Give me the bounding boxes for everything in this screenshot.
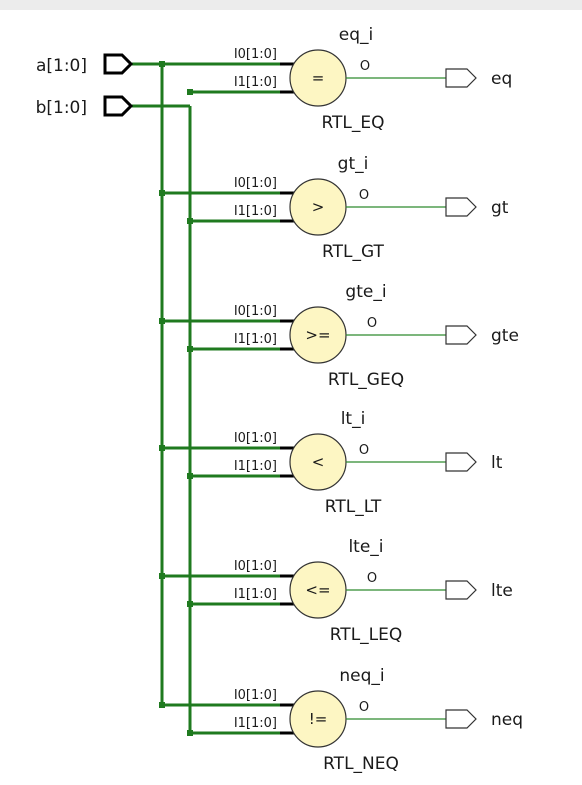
- operator-symbol: =: [312, 69, 325, 87]
- instance-name: lte_i: [348, 537, 383, 557]
- operator-symbol: >=: [305, 326, 330, 344]
- pin-label-out: O: [359, 443, 369, 458]
- pin-label-out: O: [359, 700, 369, 715]
- junction-dot: [187, 346, 193, 352]
- output-port-gte-icon[interactable]: [445, 325, 477, 345]
- pin-label-out: O: [367, 571, 377, 586]
- pin-label-i1: I1[1:0]: [234, 716, 277, 731]
- pin-label-i1: I1[1:0]: [234, 459, 277, 474]
- instance-name: gt_i: [338, 154, 369, 174]
- output-port-lte-label: lte: [491, 581, 513, 601]
- output-port-lt-icon[interactable]: [445, 452, 477, 472]
- operator-symbol: !=: [309, 710, 328, 728]
- junction-dot: [187, 473, 193, 479]
- junction-dot: [159, 702, 165, 708]
- output-port-gte-label: gte: [491, 326, 519, 346]
- pin-label-i0: I0[1:0]: [234, 431, 277, 446]
- pin-label-i1: I1[1:0]: [234, 332, 277, 347]
- junction-dot: [159, 190, 165, 196]
- input-port-b-icon[interactable]: [103, 95, 134, 117]
- junction-dot: [187, 601, 193, 607]
- input-port-a-label: a[1:0]: [36, 56, 87, 76]
- instance-name: lt_i: [341, 409, 366, 429]
- cell-type: RTL_GT: [322, 242, 384, 262]
- pin-label-i1: I1[1:0]: [234, 587, 277, 602]
- input-port-a-icon[interactable]: [103, 53, 134, 75]
- junction-dot: [159, 61, 165, 67]
- junction-dot: [159, 445, 165, 451]
- operator-symbol: >: [312, 198, 325, 216]
- pin-label-i0: I0[1:0]: [234, 559, 277, 574]
- input-port-a[interactable]: a[1:0]: [36, 53, 134, 76]
- junction-dot: [187, 218, 193, 224]
- pin-label-out: O: [367, 316, 377, 331]
- output-port-lte-icon[interactable]: [445, 580, 477, 600]
- pin-label-i1: I1[1:0]: [234, 204, 277, 219]
- cell-type: RTL_LEQ: [330, 625, 403, 645]
- instance-name: neq_i: [339, 666, 384, 686]
- junction-dot: [159, 573, 165, 579]
- pin-label-i0: I0[1:0]: [234, 688, 277, 703]
- instance-name: gte_i: [345, 282, 386, 302]
- pin-label-i0: I0[1:0]: [234, 304, 277, 319]
- junction-dot: [187, 730, 193, 736]
- pin-label-out: O: [360, 59, 370, 74]
- input-port-b[interactable]: b[1:0]: [36, 95, 134, 118]
- cell-type: RTL_EQ: [321, 113, 384, 133]
- bus-wires: [132, 62, 192, 734]
- cell-type: RTL_LT: [325, 497, 382, 517]
- operator-symbol: <=: [305, 581, 330, 599]
- output-port-neq-label: neq: [491, 710, 523, 730]
- junction-dot: [159, 318, 165, 324]
- output-port-gt-icon[interactable]: [445, 197, 477, 217]
- canvas-top-bar: [0, 0, 582, 10]
- cells-layer: I0[1:0]I1[1:0]=eq_iRTL_EQOeqI0[1:0]I1[1:…: [159, 25, 523, 774]
- output-port-gt-label: gt: [491, 198, 509, 218]
- pin-label-i0: I0[1:0]: [234, 47, 277, 62]
- pin-label-out: O: [359, 188, 369, 203]
- output-port-eq-label: eq: [491, 69, 512, 89]
- operator-symbol: <: [312, 453, 325, 471]
- output-port-neq-icon[interactable]: [445, 709, 477, 729]
- pin-label-i1: I1[1:0]: [234, 75, 277, 90]
- output-port-eq-icon[interactable]: [445, 68, 477, 88]
- output-port-lt-label: lt: [491, 453, 503, 473]
- input-port-b-label: b[1:0]: [36, 98, 87, 118]
- cell-type: RTL_NEQ: [323, 754, 399, 774]
- cell-type: RTL_GEQ: [328, 370, 404, 390]
- junction-dot: [187, 89, 193, 95]
- instance-name: eq_i: [339, 25, 373, 45]
- pin-label-i0: I0[1:0]: [234, 176, 277, 191]
